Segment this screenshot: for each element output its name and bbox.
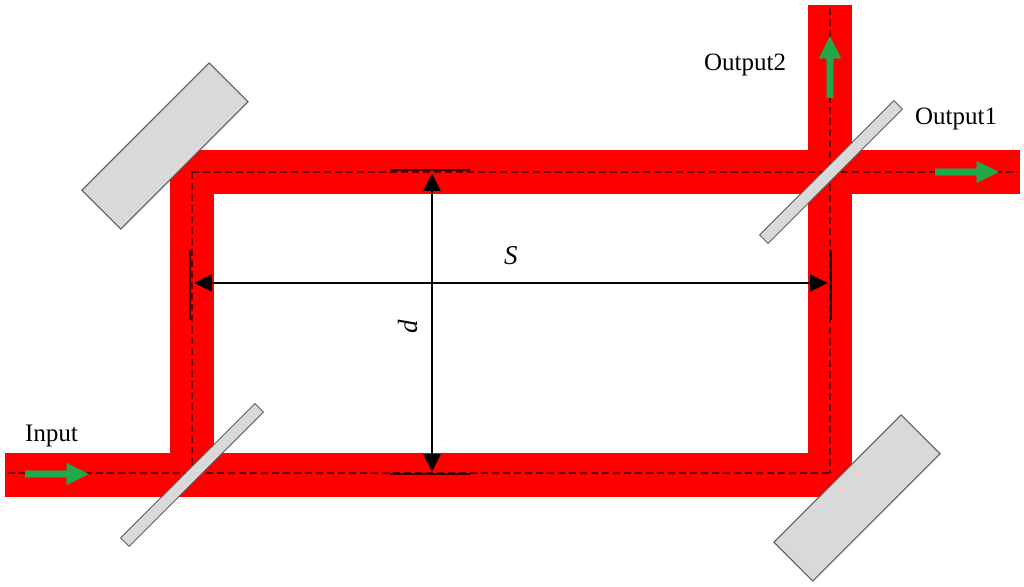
dimension-arrows xyxy=(194,173,828,472)
mirrors xyxy=(81,62,941,582)
beam-right-arm xyxy=(808,150,852,497)
output1-label: Output1 xyxy=(915,103,997,130)
mirror-top-left xyxy=(81,62,249,230)
beam-left-arm xyxy=(170,150,214,497)
output2-label: Output2 xyxy=(704,49,786,76)
dimension-s-label: S xyxy=(504,240,518,270)
guide-lines xyxy=(189,169,832,475)
mirror-bottom-right xyxy=(773,414,941,582)
text-labels: Input Output1 Output2 S d xyxy=(25,49,997,447)
direction-arrows xyxy=(25,36,999,486)
input-label: Input xyxy=(25,420,78,447)
beam-input xyxy=(5,453,850,497)
beam-splitter-top-right xyxy=(758,99,904,245)
beam-splitter-bottom-left xyxy=(119,402,265,548)
dimension-d-label: d xyxy=(393,319,423,333)
